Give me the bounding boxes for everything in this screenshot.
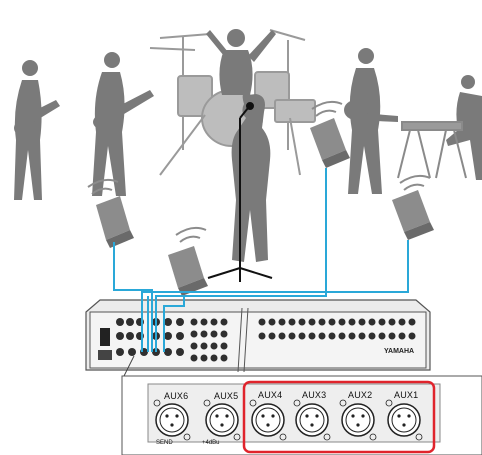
xlr-aux6 (153, 399, 191, 441)
aux3-label: AUX3 (302, 390, 327, 400)
guitarist-left (14, 60, 60, 200)
xlr-aux3 (293, 399, 331, 441)
zoom-leader (123, 355, 135, 377)
aux6-label: AUX6 (164, 391, 189, 401)
keyboardist (446, 75, 482, 180)
monitor-wedge-1 (87, 178, 134, 248)
drummer (206, 29, 276, 95)
aux1-aux4-highlight (242, 380, 436, 454)
mixer-brand-label: YAMAHA (384, 348, 415, 355)
monitor-wedges (87, 100, 434, 296)
mixer-jacks-right (258, 318, 416, 340)
aux5-label: AUX5 (214, 391, 239, 401)
mixer-console (85, 299, 431, 373)
musician-silhouettes (14, 29, 482, 263)
level-label: +4dBu (202, 440, 220, 446)
bassist (92, 52, 154, 196)
xlr-aux4 (249, 399, 287, 441)
xlr-aux1 (385, 399, 423, 441)
mic-stand (207, 102, 273, 282)
xlr-connectors (153, 399, 423, 441)
keyboard-stand (397, 121, 467, 179)
guitarist-right (344, 48, 398, 194)
aux1-label: AUX1 (394, 390, 419, 400)
monitor-wedge-4 (392, 174, 434, 240)
send-label: SEND (156, 440, 173, 446)
xlr-aux2 (339, 399, 377, 441)
aux4-label: AUX4 (258, 390, 283, 400)
aux2-label: AUX2 (348, 390, 373, 400)
monitor-wedge-3 (310, 100, 350, 168)
monitor-wedge-2 (168, 226, 208, 296)
xlr-aux5 (203, 399, 241, 441)
vocalist (231, 93, 271, 263)
aux-cables (113, 168, 409, 352)
